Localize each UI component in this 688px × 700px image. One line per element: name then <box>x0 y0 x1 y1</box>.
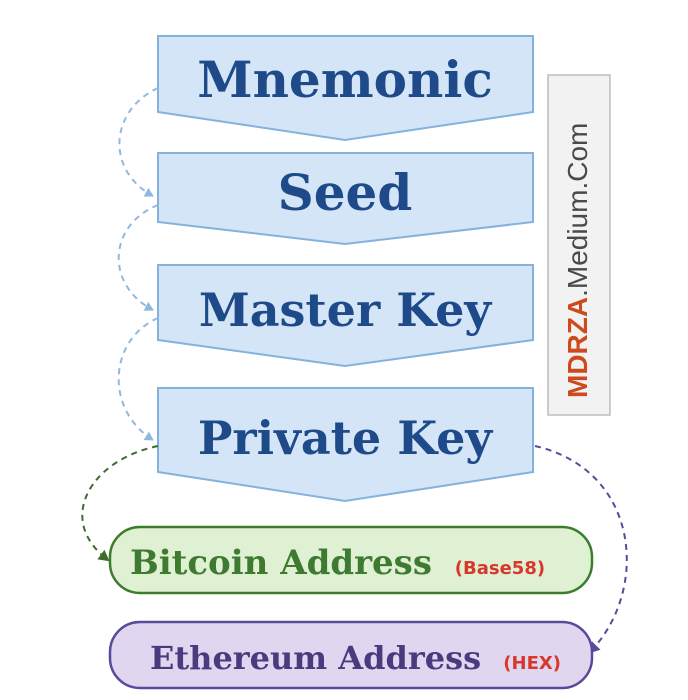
bitcoin-address-shape <box>108 525 594 595</box>
step-private-key: Private Key <box>157 387 534 503</box>
step-private-key-label: Private Key <box>198 411 494 465</box>
connector-private-key-to-ethereum <box>534 445 628 654</box>
step-private-key-shape <box>157 387 534 503</box>
bitcoin-address-label: Bitcoin Address <box>130 543 432 583</box>
ethereum-address-box: Ethereum Address (HEX) <box>108 620 594 690</box>
connector-mnemonic-to-seed <box>118 87 159 197</box>
ethereum-address-label: Ethereum Address <box>150 639 481 677</box>
step-master-key: Master Key <box>157 264 534 368</box>
watermark-box <box>547 74 611 416</box>
bitcoin-address-text: Bitcoin Address (Base58) <box>130 543 545 583</box>
step-mnemonic: Mnemonic <box>157 35 534 142</box>
ethereum-address-shape <box>108 620 594 690</box>
step-seed-shape <box>157 152 534 246</box>
bitcoin-address-box: Bitcoin Address (Base58) <box>108 525 594 595</box>
connector-private-key-to-bitcoin <box>81 445 159 562</box>
watermark-domain: .Medium.Com <box>562 123 593 297</box>
step-master-key-label: Master Key <box>199 283 493 337</box>
connector-seed-to-master-key <box>117 204 159 311</box>
step-mnemonic-shape <box>157 35 534 142</box>
ethereum-address-text: Ethereum Address (HEX) <box>150 639 561 677</box>
connector-master-key-to-private-key <box>117 317 159 441</box>
step-seed: Seed <box>157 152 534 246</box>
step-master-key-shape <box>157 264 534 368</box>
bitcoin-address-tag: (Base58) <box>455 558 545 579</box>
step-mnemonic-label: Mnemonic <box>197 50 493 109</box>
watermark: MDRZA.Medium.Com <box>547 74 611 416</box>
ethereum-address-tag: (HEX) <box>503 653 561 674</box>
step-seed-label: Seed <box>278 163 413 222</box>
watermark-text: MDRZA.Medium.Com <box>562 123 593 398</box>
watermark-brand: MDRZA <box>562 297 593 398</box>
